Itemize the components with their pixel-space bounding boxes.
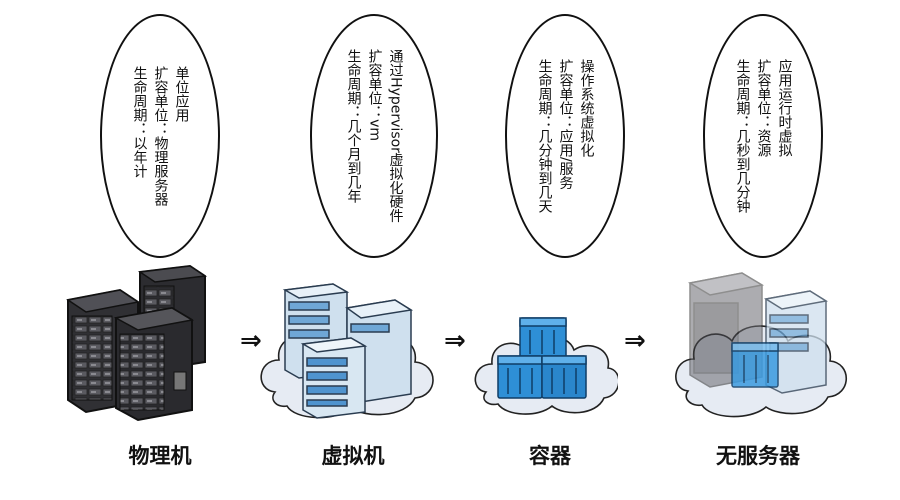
bubble-line: 扩容单位：应用/服务 xyxy=(557,59,574,190)
bubble-serverless: 应用运行时虚拟 扩容单位：资源 生命周期：几秒到几分钟 xyxy=(703,14,823,258)
arrow-icon: ⇒ xyxy=(240,326,262,356)
bubble-line: 扩容单位：物理服务器 xyxy=(152,66,169,206)
bubble-line: 操作系统虚拟化 xyxy=(578,59,595,157)
bubble-text: 单位应用 扩容单位：物理服务器 生命周期：以年计 xyxy=(131,66,190,206)
bubble-line: 生命周期：几秒到几分钟 xyxy=(734,59,751,213)
bubble-line: 应用运行时虚拟 xyxy=(776,59,793,157)
bubble-line: 生命周期：以年计 xyxy=(131,66,148,178)
arrow-icon: ⇒ xyxy=(624,326,646,356)
bubble-line: 扩容单位：vm xyxy=(366,49,383,142)
bubble-line: 扩容单位：资源 xyxy=(755,59,772,157)
bubble-physical: 单位应用 扩容单位：物理服务器 生命周期：以年计 xyxy=(100,14,220,258)
physical-server-rack-icon xyxy=(66,264,208,422)
bubble-line: 生命周期：几个月到几年 xyxy=(345,49,362,204)
bubble-vm: 通过Hypervisor虚拟化硬件 扩容单位：vm 生命周期：几个月到几年 xyxy=(310,14,438,258)
bubble-line: 生命周期：几分钟到几天 xyxy=(536,59,553,213)
caption-vm: 虚拟机 xyxy=(321,444,385,468)
arrow-icon: ⇒ xyxy=(444,326,466,356)
bubble-line: 单位应用 xyxy=(173,66,190,122)
bubble-text: 应用运行时虚拟 扩容单位：资源 生命周期：几秒到几分钟 xyxy=(734,59,793,213)
cloud-server-icon xyxy=(260,283,434,419)
bubble-line: 通过Hypervisor虚拟化硬件 xyxy=(387,49,404,223)
bubble-text: 操作系统虚拟化 扩容单位：应用/服务 生命周期：几分钟到几天 xyxy=(536,59,595,213)
cloud-serverless-icon xyxy=(675,272,847,418)
cloud-container-icon xyxy=(474,317,618,415)
bubble-container: 操作系统虚拟化 扩容单位：应用/服务 生命周期：几分钟到几天 xyxy=(505,14,625,258)
caption-serverless: 无服务器 xyxy=(716,444,800,468)
bubble-text: 通过Hypervisor虚拟化硬件 扩容单位：vm 生命周期：几个月到几年 xyxy=(345,49,404,223)
caption-container: 容器 xyxy=(529,444,571,468)
caption-physical: 物理机 xyxy=(128,444,192,468)
